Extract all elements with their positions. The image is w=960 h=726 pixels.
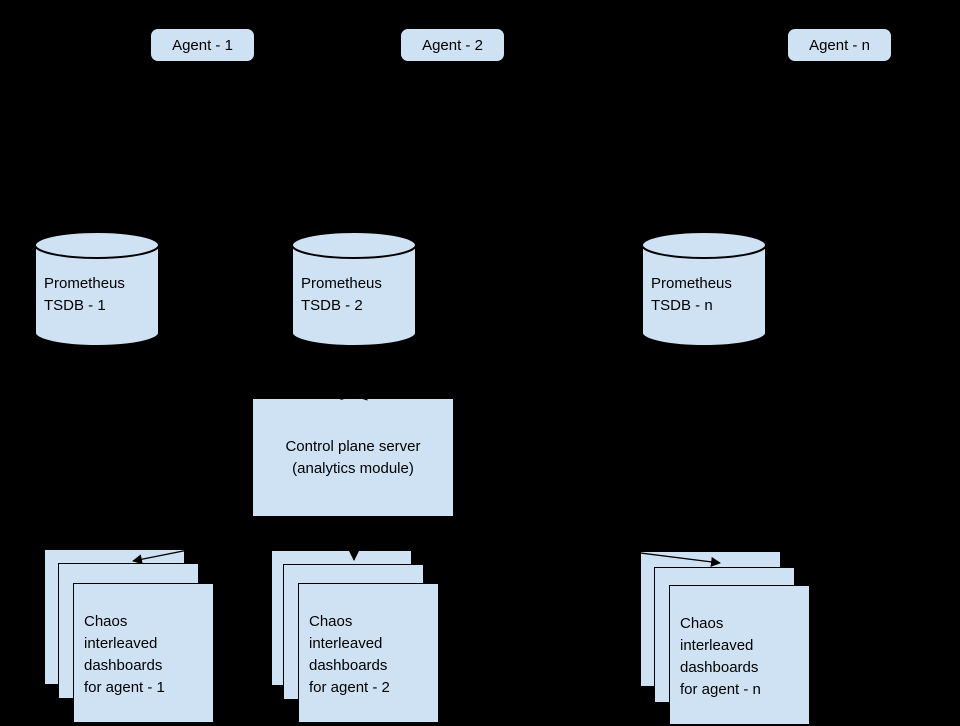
tsdb-label-2-line2: TSDB - 2	[301, 297, 363, 314]
arrow-agent-2-to-tsdb-2	[353, 62, 453, 229]
dashboard-label-2: Chaos interleaved dashboards for agent -…	[299, 584, 438, 699]
arrow-tsdb-1-to-control-plane	[96, 345, 351, 401]
dashboard-label-1: Chaos interleaved dashboards for agent -…	[74, 584, 213, 699]
control-plane-label-line1: Control plane server	[285, 437, 421, 455]
control-plane-label-line2: (analytics module)	[292, 459, 414, 477]
dashboard-stack-2: Chaos interleaved dashboards for agent -…	[271, 550, 441, 725]
dashboard-sheet-front-1: Chaos interleaved dashboards for agent -…	[73, 583, 214, 723]
tsdb-cylinder-n	[641, 231, 767, 347]
tsdb-label-1: Prometheus TSDB - 1	[44, 273, 162, 317]
tsdb-label-n-line2: TSDB - n	[651, 297, 713, 314]
tsdb-label-1-line1: Prometheus	[44, 275, 125, 292]
control-plane-box: Control plane server (analytics module)	[252, 398, 454, 517]
dashboard-sheet-front-n: Chaos interleaved dashboards for agent -…	[669, 585, 810, 725]
tsdb-label-1-line2: TSDB - 1	[44, 297, 106, 314]
dashboard-sheet-front-2: Chaos interleaved dashboards for agent -…	[298, 583, 439, 723]
tsdb-cylinder-2	[291, 231, 417, 347]
arrow-tsdb-n-to-control-plane	[357, 345, 705, 401]
arrow-agent-n-to-tsdb-n	[703, 61, 839, 229]
dashboard-label-1-line4: for agent - 1	[84, 679, 165, 696]
dashboard-label-n-line1: Chaos	[680, 615, 724, 632]
dashboard-label-n-line4: for agent - n	[680, 681, 761, 698]
dashboard-label-1-line1: Chaos	[84, 613, 128, 630]
agent-node-2: Agent - 2	[400, 28, 505, 62]
tsdb-cylinder-1	[34, 231, 160, 347]
dashboard-label-2-line1: Chaos	[309, 613, 353, 630]
tsdb-label-n: Prometheus TSDB - n	[651, 273, 769, 317]
agent-label-1: Agent - 1	[172, 36, 233, 54]
dashboard-label-1-line3: dashboards	[84, 657, 163, 674]
dashboard-stack-1: Chaos interleaved dashboards for agent -…	[44, 549, 214, 724]
dashboard-label-n-line3: dashboards	[680, 659, 759, 676]
dashboard-label-2-line4: for agent - 2	[309, 679, 390, 696]
dashboard-stack-n: Chaos interleaved dashboards for agent -…	[640, 551, 811, 726]
agent-label-2: Agent - 2	[422, 36, 483, 54]
dashboard-label-2-line2: interleaved	[309, 635, 383, 652]
dashboard-label-2-line3: dashboards	[309, 657, 388, 674]
dashboard-label-n-line2: interleaved	[680, 637, 754, 654]
tsdb-label-2-line1: Prometheus	[301, 275, 382, 292]
agent-node-n: Agent - n	[787, 28, 892, 62]
dashboard-label-1-line2: interleaved	[84, 635, 158, 652]
agent-label-n: Agent - n	[809, 36, 870, 54]
agent-node-1: Agent - 1	[150, 28, 255, 62]
tsdb-label-n-line1: Prometheus	[651, 275, 732, 292]
tsdb-label-2: Prometheus TSDB - 2	[301, 273, 419, 317]
dashboard-label-n: Chaos interleaved dashboards for agent -…	[670, 586, 809, 701]
arrow-agent-1-to-tsdb-1	[96, 61, 203, 229]
